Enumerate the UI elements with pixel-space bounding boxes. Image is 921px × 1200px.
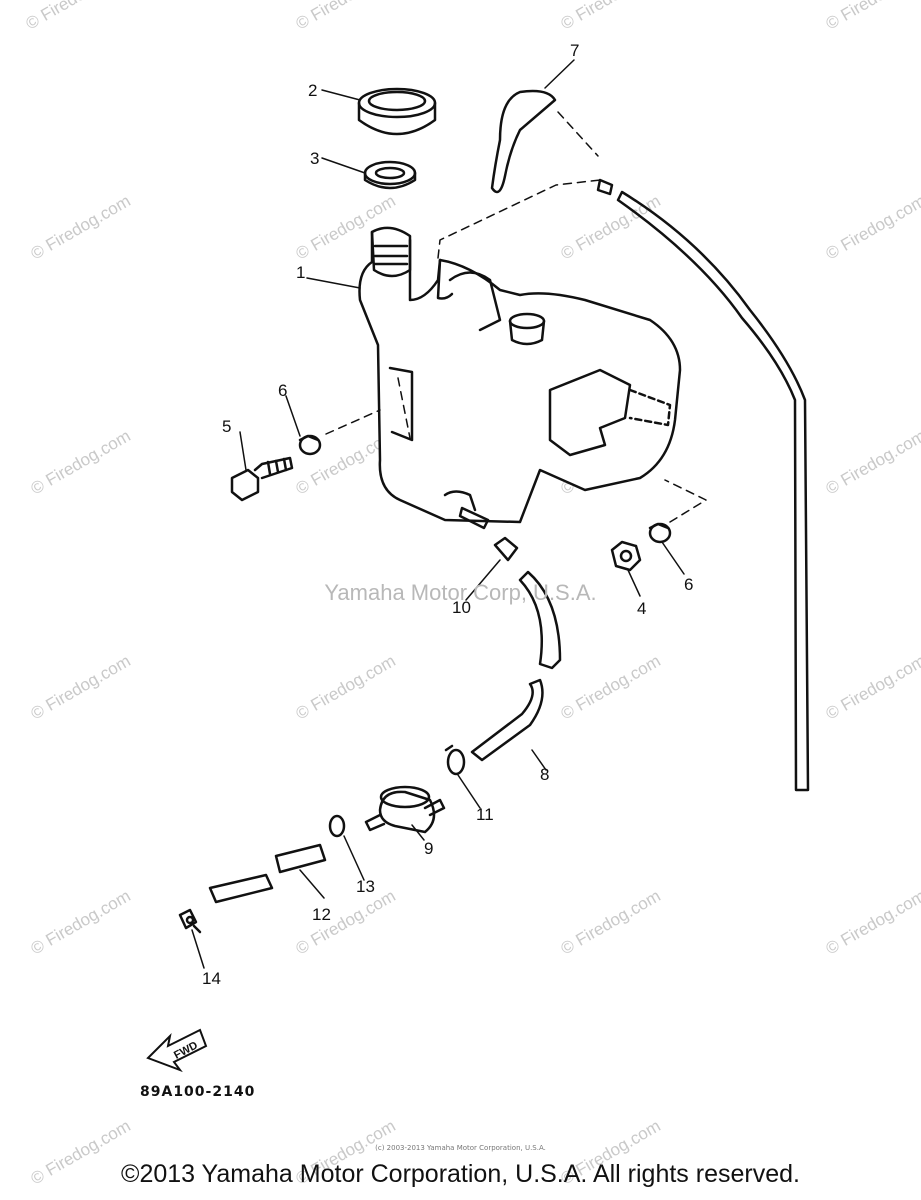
- hose-clip: [178, 908, 202, 934]
- watermark: © Firedog.com: [28, 886, 134, 958]
- hose-clamp: [328, 814, 346, 838]
- watermark: © Firedog.com: [293, 0, 399, 33]
- watermark: © Firedog.com: [28, 191, 134, 263]
- callouts: 1 2 3 4 5 6 6 7 8 9 10 11 12 13 14: [202, 41, 693, 988]
- breather-hose: [490, 89, 810, 792]
- callout-6b: 6: [684, 575, 693, 594]
- callout-5: 5: [222, 417, 231, 436]
- fuel-hose: [470, 570, 562, 762]
- watermark: © Firedog.com: [558, 0, 664, 33]
- copyright-notice: ©2013 Yamaha Motor Corporation, U.S.A. A…: [121, 1160, 800, 1188]
- callout-11: 11: [476, 805, 494, 824]
- leader-lines: [191, 59, 685, 969]
- hose-fitting: [458, 506, 519, 562]
- oil-tank: [358, 226, 682, 524]
- callout-2: 2: [308, 81, 317, 100]
- tank-cap: [357, 87, 437, 136]
- diagram-code: 89A100-2140: [140, 1084, 256, 1100]
- watermark: © Firedog.com: [28, 426, 134, 498]
- hose-clamp: [444, 744, 466, 776]
- watermark: © Firedog.com: [558, 886, 664, 958]
- watermark: © Firedog.com: [823, 0, 921, 33]
- callout-9: 9: [424, 839, 433, 858]
- collar: [298, 434, 322, 456]
- fuel-hose-short: [208, 843, 327, 904]
- callout-13: 13: [356, 877, 375, 896]
- fuel-filter: [364, 785, 446, 834]
- cap-gasket: [363, 160, 417, 190]
- callout-10: 10: [452, 598, 471, 617]
- nut: [610, 540, 642, 572]
- watermark: © Firedog.com: [558, 191, 664, 263]
- watermark: © Firedog.com: [823, 426, 921, 498]
- watermark: © Firedog.com: [823, 651, 921, 723]
- alignment-lines: [325, 111, 707, 523]
- callout-3: 3: [310, 149, 319, 168]
- watermark: © Firedog.com: [28, 651, 134, 723]
- center-watermark: Yamaha Motor Corp, U.S.A.: [324, 580, 597, 605]
- collar: [648, 522, 672, 544]
- callout-8: 8: [540, 765, 549, 784]
- watermark: © Firedog.com: [293, 651, 399, 723]
- callout-12: 12: [312, 905, 331, 924]
- callout-1: 1: [296, 263, 305, 282]
- fine-print: (c) 2003-2013 Yamaha Motor Corporation, …: [375, 1144, 546, 1152]
- bolt: [230, 456, 294, 502]
- watermark: © Firedog.com: [23, 0, 129, 33]
- watermark: © Firedog.com: [558, 651, 664, 723]
- callout-14: 14: [202, 969, 221, 988]
- watermark: © Firedog.com: [823, 191, 921, 263]
- watermark: © Firedog.com: [293, 886, 399, 958]
- callout-4: 4: [637, 599, 646, 618]
- callout-7: 7: [570, 41, 579, 60]
- watermark: © Firedog.com: [823, 886, 921, 958]
- callout-6: 6: [278, 381, 287, 400]
- forward-arrow: FWD: [146, 1028, 208, 1073]
